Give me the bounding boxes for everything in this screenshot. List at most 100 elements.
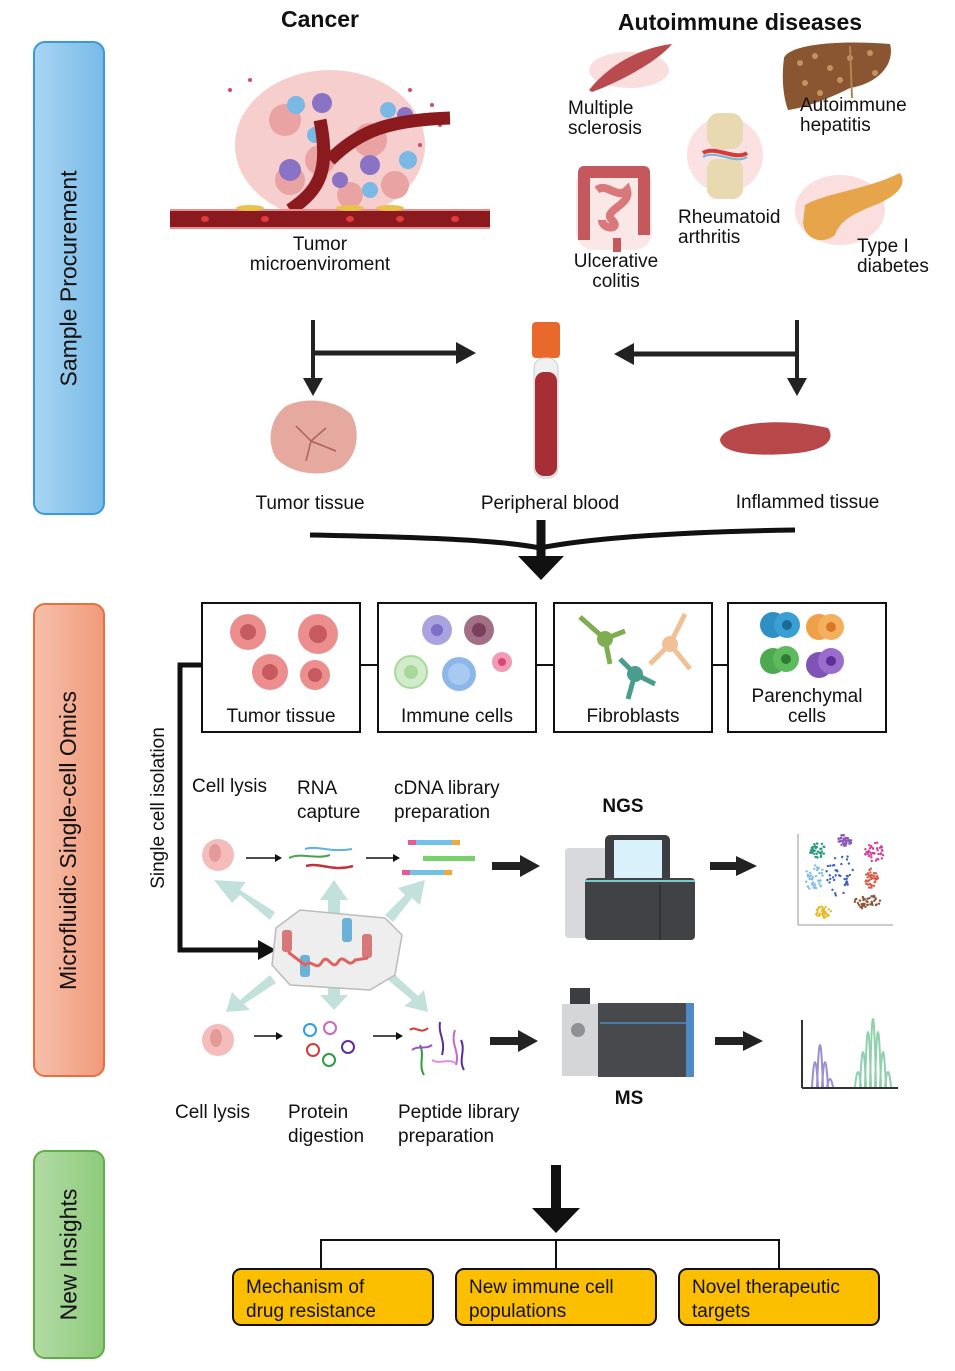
cluster-point [872,877,876,880]
cluster-point [861,905,864,908]
step-line1: RNA [297,778,338,799]
cluster-point [869,853,873,856]
clustering-plot [797,833,893,926]
insight-line1: New immune cell [469,1277,614,1298]
cluster-point [876,848,879,852]
cluster-point [811,876,814,879]
cluster-point [842,837,845,840]
cluster-point [862,898,865,902]
cluster-point [828,881,831,884]
cluster-point [858,899,862,902]
cluster-point [859,905,862,909]
cluster-point [868,896,871,900]
cluster-point [874,898,877,901]
spectrum-peak [826,1078,834,1088]
cluster-point [824,905,827,909]
tumor-branch-arrows [303,320,476,396]
cluster-point [818,871,821,875]
cluster-point [866,852,870,856]
cluster-point [872,874,876,878]
cluster-point [863,902,866,906]
cluster-point [821,868,824,871]
step-line2: preparation [398,1126,495,1147]
cluster-point [839,874,842,878]
cluster-point [805,870,808,873]
insights-connectors [320,1165,780,1268]
cluster-point [853,900,857,904]
cluster-point [838,840,841,843]
cluster-point [845,877,848,881]
cell-box-fibroblasts: Fibroblasts [553,602,713,733]
cluster-point [814,864,817,867]
cluster-point [813,867,816,871]
tme-label-line2: microenviroment [249,254,391,275]
disease-line2: hepatitis [800,115,871,136]
cluster-point [864,905,867,909]
cluster-point [806,873,810,876]
protein-step-peptide-library: Peptide library preparation [398,1101,519,1149]
cluster-point [873,895,876,898]
cancer-header: Cancer [281,6,359,32]
rna-step-cdna-library: cDNA library preparation [394,777,500,825]
cell-box-parenchymal: Parenchymal cells [727,602,887,733]
cluster-point [848,873,851,877]
cluster-point [820,842,824,846]
insight-therapeutic-targets: Novel therapeutic targets [678,1268,880,1326]
cluster-point [828,874,831,877]
cluster-point [866,897,869,901]
rna-row-icons [202,839,540,877]
cluster-point [866,900,869,904]
cell-box-label: Fibroblasts [586,706,680,727]
liver-icon [782,42,891,110]
cluster-point [871,847,875,850]
cluster-point [866,876,869,879]
cluster-point [826,878,829,882]
protein-step-cell-lysis: Cell lysis [175,1102,250,1123]
cluster-point [868,878,871,882]
cluster-point [880,857,884,860]
cluster-point [872,851,875,855]
cluster-point [804,880,808,883]
cluster-point [809,871,812,875]
tumor-tissue-icon [270,400,357,474]
disease-line2: sclerosis [568,118,642,139]
cluster-point [821,874,824,877]
cluster-point [822,916,826,919]
cluster-point [810,883,814,886]
cluster-point [814,886,817,889]
tme-label-line1: Tumor [292,234,348,255]
cluster-point [810,850,814,853]
cluster-point [820,850,824,853]
cluster-point [808,887,811,890]
cluster-point [839,840,843,843]
immune-cells-icon [394,615,512,691]
disease-line2: arthritis [678,227,741,248]
disease-line1: Rheumatoid [678,207,781,228]
cluster-point [857,903,861,907]
cluster-point [831,876,835,879]
cluster-point [839,836,843,840]
knee-joint-icon [687,113,763,199]
cluster-point [813,845,817,848]
sample-label-tumor-tissue: Tumor tissue [255,493,365,514]
cell-box-label-line2: cells [787,706,826,727]
disease-line1: Autoimmune [800,95,907,116]
cluster-point [870,874,874,877]
cluster-point [851,868,854,872]
autoimmune-branch-arrows [614,320,807,396]
cluster-point [818,882,821,885]
cluster-point [878,899,882,902]
cluster-point [869,871,872,874]
cluster-point [822,909,826,912]
cluster-point [866,883,870,886]
cluster-point [825,870,828,873]
cluster-point [816,909,819,912]
cluster-point [814,913,818,916]
cell-box-label: Tumor tissue [226,706,336,727]
tumor-cells-icon [230,614,338,690]
protein-row-icons [202,1021,538,1076]
cluster-point [868,868,871,872]
cluster-point [816,850,820,853]
cluster-point [876,877,880,880]
cluster-point [819,854,823,857]
